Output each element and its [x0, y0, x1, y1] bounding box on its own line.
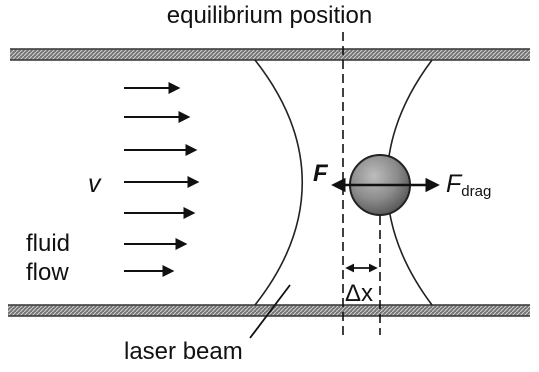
laser-beam-label: laser beam [124, 340, 243, 364]
channel-bottom-wall [8, 305, 530, 316]
channel-top-wall [10, 49, 530, 60]
laser-beam-left-edge [255, 60, 302, 305]
restoring-force-label: F [313, 162, 328, 186]
equilibrium-position-label: equilibrium position [0, 4, 539, 28]
flow-label: flow [26, 261, 69, 285]
flow-arrows [124, 88, 197, 271]
velocity-label: v [88, 172, 101, 197]
displacement-label: Δx [345, 282, 373, 306]
fluid-label: fluid [26, 232, 70, 256]
drag-force-subscript: drag [461, 183, 491, 200]
drag-force-symbol: F [446, 170, 461, 198]
drag-force-label: Fdrag [446, 172, 491, 199]
